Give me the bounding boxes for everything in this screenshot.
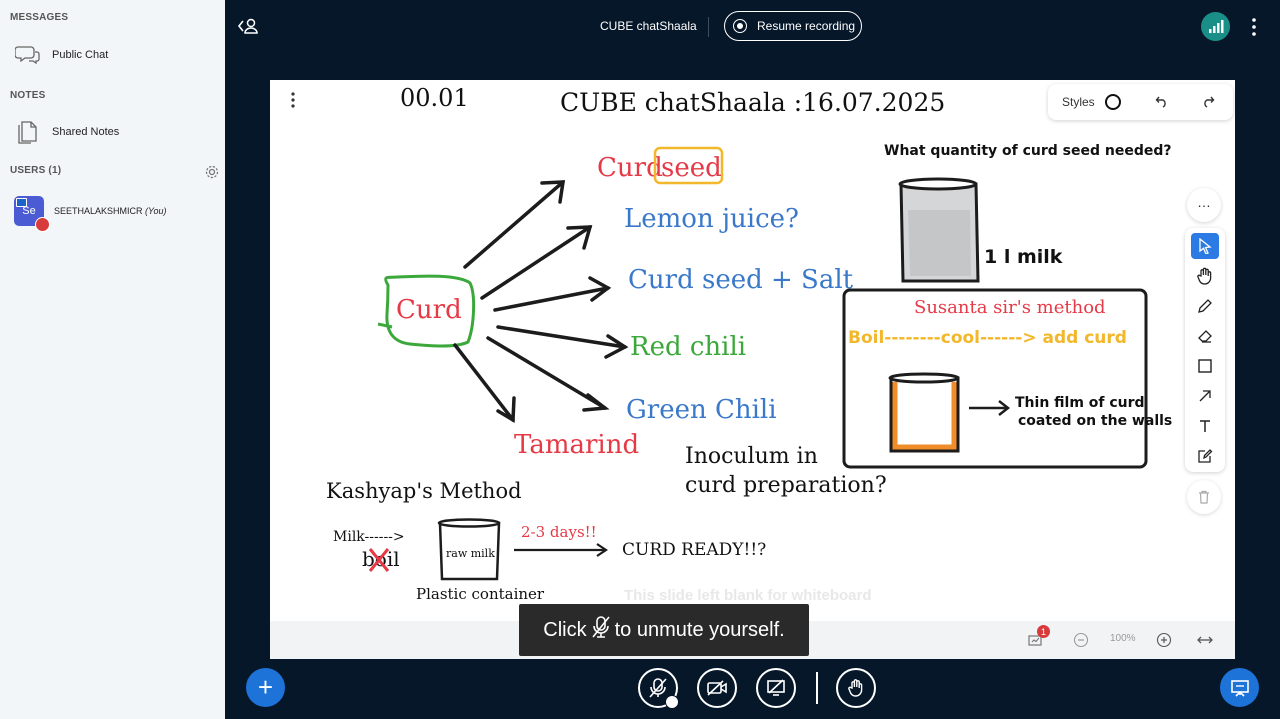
- muted-mic-icon: [35, 217, 50, 232]
- actions-button[interactable]: +: [246, 668, 285, 707]
- curd-seed-salt-label: Curd seed + Salt: [628, 265, 854, 295]
- note-tool-icon[interactable]: [1191, 443, 1219, 469]
- milk-quantity-label: 1 l milk: [984, 246, 1063, 268]
- susanta-method-box: [842, 288, 1148, 469]
- muted-mic-icon: [591, 615, 611, 645]
- unmute-button[interactable]: [638, 668, 679, 709]
- presentation-button[interactable]: [1220, 668, 1259, 707]
- thin-film-arrow: [969, 400, 1011, 416]
- fit-width-icon[interactable]: [1196, 632, 1214, 653]
- notification-badge: 1: [1037, 625, 1050, 638]
- drawing-toolbar: [1185, 228, 1225, 472]
- kashyap-title: Kashyap's Method: [326, 479, 522, 503]
- curd-seed-word2: seed: [661, 153, 722, 183]
- avatar: Se: [14, 196, 50, 232]
- board-title: CUBE chatShaala :16.07.2025: [560, 88, 945, 117]
- resume-recording-button[interactable]: Resume recording: [724, 11, 862, 41]
- shared-notes-label: Shared Notes: [52, 126, 120, 138]
- pencil-tool-icon[interactable]: [1191, 293, 1219, 319]
- arrows-group: [453, 180, 629, 424]
- days-arrow: [514, 543, 608, 557]
- whiteboard[interactable]: 00.01 CUBE chatShaala :16.07.2025 Curd C…: [270, 80, 1235, 659]
- curd-ready-label: CURD READY!!?: [622, 540, 766, 560]
- thin-film-line1: Thin film of curd: [1015, 395, 1145, 411]
- whiteboard-canvas: 00.01 CUBE chatShaala :16.07.2025 Curd C…: [326, 84, 1172, 603]
- lemon-juice-label: Lemon juice?: [624, 204, 799, 234]
- toggle-user-list-icon[interactable]: [236, 16, 262, 36]
- you-label: (You): [145, 206, 167, 216]
- redo-icon[interactable]: [1201, 94, 1215, 111]
- raw-milk-container: [437, 518, 501, 581]
- rectangle-tool-icon[interactable]: [1191, 353, 1219, 379]
- susanta-steps: Boil--------cool------> add curd: [848, 328, 1127, 348]
- sidebar: MESSAGES Public Chat NOTES Shared Notes …: [0, 0, 225, 719]
- chat-icon: [14, 41, 42, 69]
- controls-divider: [816, 672, 818, 704]
- user-name-text: SEETHALAKSHMICR: [54, 206, 143, 216]
- topbar-divider: [708, 17, 709, 37]
- screenshare-button[interactable]: [756, 668, 796, 708]
- thin-film-line2: coated on the walls: [1018, 413, 1172, 429]
- resume-recording-label: Resume recording: [757, 19, 856, 33]
- meeting-title: CUBE chatShaala: [600, 19, 697, 33]
- coated-glass: [888, 372, 960, 453]
- arrow-tool-icon[interactable]: [1191, 383, 1219, 409]
- milk-arrow-label: Milk------>: [333, 529, 405, 545]
- audio-options-icon[interactable]: [665, 695, 679, 709]
- camera-button[interactable]: [697, 668, 737, 708]
- raise-hand-button[interactable]: [836, 668, 876, 708]
- curd-seed-word1: Curd: [597, 153, 663, 183]
- susanta-title: Susanta sir's method: [914, 297, 1106, 318]
- tooltip-suffix: to unmute yourself.: [614, 618, 785, 641]
- notes-section-title: NOTES: [10, 90, 46, 101]
- inoculum-line1: Inoculum in: [685, 444, 818, 469]
- styles-panel: Styles: [1048, 84, 1233, 120]
- presenter-icon: [16, 198, 27, 207]
- quantity-question: What quantity of curd seed needed?: [884, 143, 1172, 159]
- user-name: SEETHALAKSHMICR (You): [54, 206, 167, 216]
- eraser-tool-icon[interactable]: [1191, 323, 1219, 349]
- record-icon: [733, 19, 747, 33]
- page-number: 00.01: [400, 84, 469, 112]
- zoom-level: 100%: [1110, 633, 1136, 644]
- users-section-title: USERS (1): [10, 165, 62, 176]
- whiteboard-menu-icon[interactable]: [285, 90, 301, 110]
- inoculum-line2: curd preparation?: [685, 473, 887, 498]
- zoom-out-icon[interactable]: [1073, 632, 1089, 653]
- public-chat-item[interactable]: Public Chat: [14, 40, 214, 70]
- more-tools-button[interactable]: …: [1187, 188, 1221, 222]
- milk-glass: [898, 177, 980, 283]
- delete-icon[interactable]: [1187, 480, 1221, 514]
- zoom-in-icon[interactable]: [1156, 632, 1172, 653]
- select-tool-icon[interactable]: [1191, 233, 1219, 259]
- red-chili-label: Red chili: [630, 332, 746, 362]
- curd-center-label: Curd: [396, 295, 462, 325]
- green-chili-label: Green Chili: [626, 395, 777, 425]
- stroke-style-icon[interactable]: [1104, 94, 1121, 110]
- boil-cross-mark: [368, 548, 390, 572]
- connection-status-icon[interactable]: [1201, 12, 1230, 41]
- raw-milk-label: raw milk: [446, 547, 495, 560]
- text-tool-icon[interactable]: [1191, 413, 1219, 439]
- document-icon: [14, 118, 42, 146]
- multi-user-whiteboard-icon[interactable]: 1: [1028, 625, 1050, 653]
- styles-label[interactable]: Styles: [1062, 95, 1095, 109]
- unmute-tooltip: Click to unmute yourself.: [519, 604, 809, 656]
- tooltip-prefix: Click: [543, 618, 587, 641]
- undo-icon[interactable]: [1155, 94, 1169, 111]
- options-menu-icon[interactable]: [1248, 16, 1260, 38]
- days-label: 2-3 days!!: [521, 523, 597, 541]
- hand-tool-icon[interactable]: [1191, 263, 1219, 289]
- gear-icon[interactable]: [204, 164, 220, 180]
- messages-section-title: MESSAGES: [10, 12, 69, 23]
- plastic-container-label: Plastic container: [416, 585, 545, 603]
- avatar-initials: Se: [22, 205, 36, 217]
- blank-slide-notice: This slide left blank for whiteboard: [624, 587, 872, 604]
- tamarind-label: Tamarind: [514, 430, 639, 460]
- public-chat-label: Public Chat: [52, 49, 109, 61]
- user-list-item[interactable]: Se SEETHALAKSHMICR (You): [14, 196, 167, 232]
- shared-notes-item[interactable]: Shared Notes: [14, 117, 214, 147]
- seed-highlight-box: [653, 146, 724, 185]
